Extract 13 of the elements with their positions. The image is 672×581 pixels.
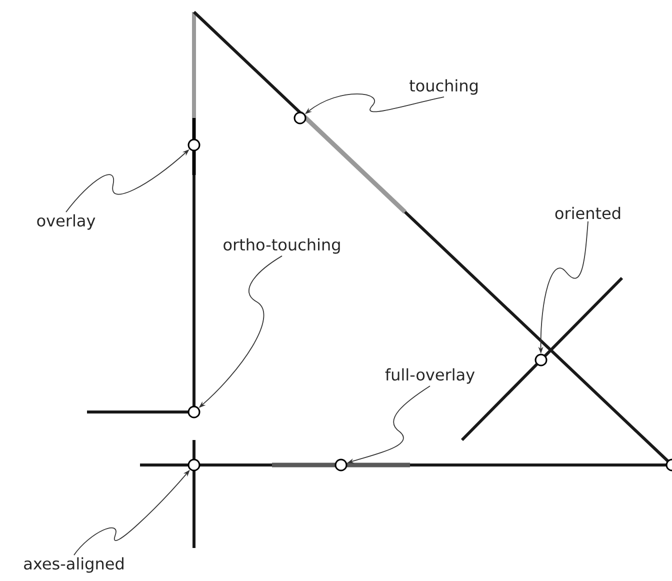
label-text: axes-aligned	[24, 557, 124, 573]
point-marker	[334, 458, 348, 472]
point-marker	[188, 138, 200, 152]
point-marker	[188, 406, 200, 418]
point-marker	[534, 354, 548, 366]
point-marker	[294, 112, 306, 124]
point-marker	[188, 458, 200, 472]
label-text: oriented	[555, 206, 620, 220]
label-text: overlay	[37, 214, 96, 230]
label-text: ortho-touching	[224, 238, 340, 254]
label-text: touching	[409, 79, 478, 95]
point-marker	[666, 458, 672, 472]
label-text: full-overlay	[385, 368, 475, 384]
